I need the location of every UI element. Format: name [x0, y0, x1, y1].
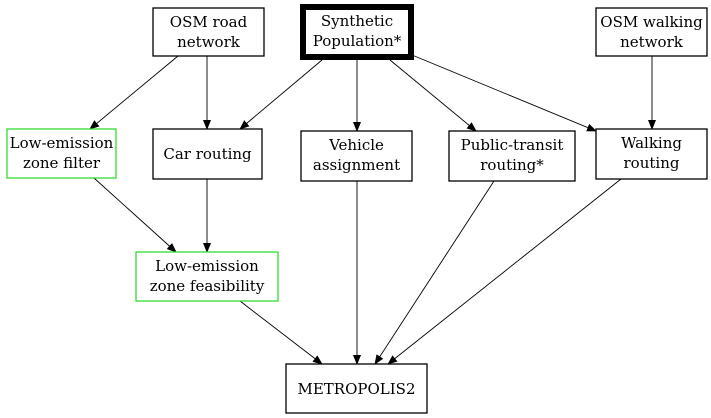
edge-arrow-low-emission-filter-to-low-emission-feasibility: [93, 177, 177, 253]
node-label-line: OSM walking: [600, 13, 703, 31]
node-label-line: OSM road: [170, 13, 248, 31]
node-low-emission-zone-feasibility: Low-emission zone feasibility: [135, 251, 279, 302]
node-low-emission-zone-filter: Low-emission zone filter: [6, 128, 117, 179]
node-label-line: Vehicle: [328, 136, 384, 154]
edge-arrow-synthetic-population-to-car-routing: [239, 59, 323, 130]
edge-arrow-synthetic-population-to-walking-routing: [411, 54, 597, 132]
edge-arrow-synthetic-population-to-public-transit-routing: [389, 59, 477, 132]
node-label-line: Population*: [313, 32, 402, 50]
node-osm-walking-network: OSM walking network: [595, 7, 708, 57]
node-label-line: zone feasibility: [150, 277, 265, 295]
edge-arrow-osm-road-to-low-emission-filter: [89, 55, 179, 130]
edge-arrow-public-transit-routing-to-metropolis2: [374, 180, 495, 365]
edge-arrow-low-emission-feasibility-to-metropolis2: [239, 300, 323, 365]
node-label-line: Low-emission: [155, 257, 259, 275]
node-label-line: assignment: [313, 156, 400, 174]
node-label-line: Public-transit: [461, 136, 564, 154]
node-public-transit-routing: Public-transit routing*: [448, 130, 576, 182]
node-label-line: METROPOLIS2: [297, 380, 415, 398]
edge-layer: [89, 54, 656, 365]
node-label-line: Walking: [621, 134, 682, 152]
node-metropolis2: METROPOLIS2: [285, 363, 428, 414]
node-synthetic-population: Synthetic Population*: [300, 4, 414, 60]
node-label-line: zone filter: [23, 154, 101, 172]
node-label-line: network: [177, 33, 241, 51]
node-label-line: Car routing: [163, 145, 252, 163]
node-osm-road-network: OSM road network: [152, 7, 265, 57]
node-vehicle-assignment: Vehicle assignment: [300, 130, 413, 182]
node-car-routing: Car routing: [152, 128, 263, 180]
node-label-line: Low-emission: [10, 134, 114, 152]
node-label-line: routing: [624, 154, 680, 172]
node-label-line: routing*: [480, 156, 544, 174]
edge-arrow-walking-routing-to-metropolis2: [387, 178, 622, 365]
node-label-line: network: [620, 33, 684, 51]
node-label-line: Synthetic: [321, 12, 393, 30]
node-walking-routing: Walking routing: [595, 128, 708, 180]
